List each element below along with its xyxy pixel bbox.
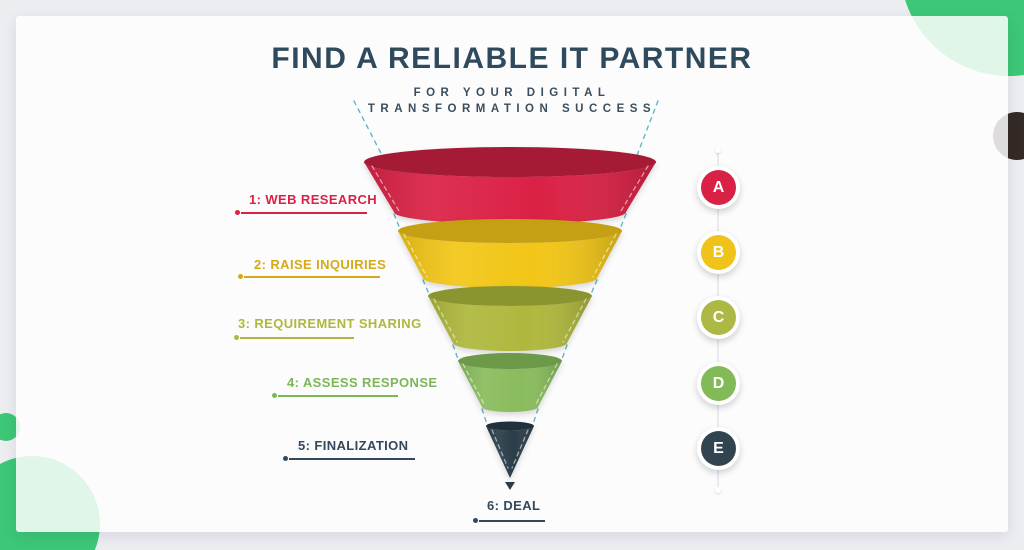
funnel-stage-4 xyxy=(458,353,562,412)
badge-b: B xyxy=(697,231,740,274)
badge-b-label: B xyxy=(701,235,736,270)
guide-gap1-right xyxy=(619,213,627,230)
stage-dot-3 xyxy=(234,335,239,340)
badge-a-label: A xyxy=(701,170,736,205)
guide-line-top-left xyxy=(353,100,387,164)
badge-c-label: C xyxy=(701,300,736,335)
stage-label-3: 3: REQUIREMENT SHARING xyxy=(238,316,422,331)
page-subtitle-line1: FOR YOUR DIGITAL xyxy=(413,87,611,99)
guide-gap1-left xyxy=(393,213,401,230)
guide-gap2-right xyxy=(590,279,598,295)
page-title: FIND A RELIABLE IT PARTNER xyxy=(271,42,753,75)
funnel-stage-1 xyxy=(364,147,656,224)
apex-arrow-icon xyxy=(505,482,515,490)
funnel-stage-5 xyxy=(486,421,534,478)
stage-underline-2 xyxy=(244,276,380,278)
guide-line-top-right xyxy=(633,100,659,164)
stage-underline-5 xyxy=(289,458,415,460)
funnel-stage-3 xyxy=(428,286,592,351)
stage-dot-5 xyxy=(283,456,288,461)
stage-dot-1 xyxy=(235,210,240,215)
stage-label-6: 6: DEAL xyxy=(487,498,541,513)
decor-circle-left-small xyxy=(0,413,20,441)
stage-dot-6 xyxy=(473,518,478,523)
stage-label-4: 4: ASSESS RESPONSE xyxy=(287,375,438,390)
stage-underline-4 xyxy=(278,395,398,397)
guide-gap3-left xyxy=(452,344,459,360)
stage-dot-4 xyxy=(272,393,277,398)
stage-label-1: 1: WEB RESEARCH xyxy=(249,192,378,207)
guide-dashed-lines xyxy=(353,100,659,425)
badge-d-label: D xyxy=(701,366,736,401)
connector-dot-top xyxy=(715,147,721,153)
stage-label-5: 5: FINALIZATION xyxy=(298,438,409,453)
stage-underline-3 xyxy=(240,337,354,339)
badge-e-label: E xyxy=(701,431,736,466)
funnel-stage-2 xyxy=(398,219,622,288)
badge-a: A xyxy=(697,166,740,209)
stage-underline-1 xyxy=(241,212,367,214)
badge-c: C xyxy=(697,296,740,339)
guide-gap4-left xyxy=(481,408,488,425)
stage-label-2: 2: RAISE INQUIRIES xyxy=(254,257,387,272)
badge-d: D xyxy=(697,362,740,405)
guide-gap2-left xyxy=(422,279,430,295)
badge-e: E xyxy=(697,427,740,470)
stage-dot-2 xyxy=(238,274,243,279)
connector-dot-bottom xyxy=(715,487,721,493)
guide-gap3-right xyxy=(561,344,568,360)
guide-gap4-right xyxy=(532,408,539,425)
stage-underline-6 xyxy=(479,520,545,522)
page-subtitle-line2: TRANSFORMATION SUCCESS xyxy=(367,103,657,115)
